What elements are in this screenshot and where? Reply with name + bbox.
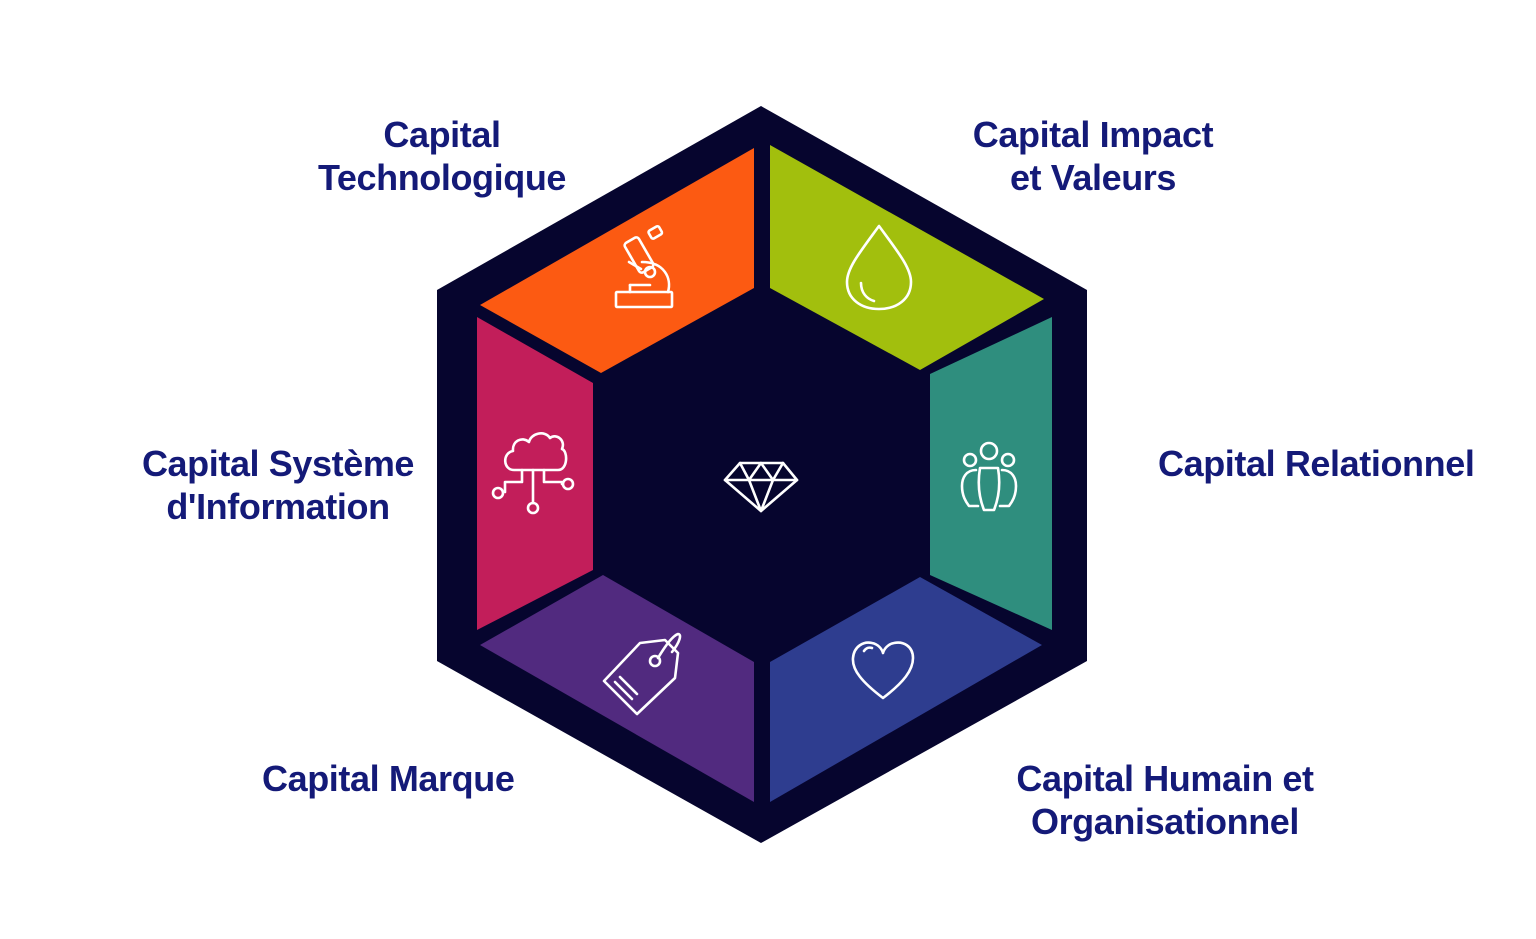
label-capital-technologique: Capital Technologique — [262, 113, 622, 199]
segment-technologique — [480, 148, 754, 373]
segment-relationnel — [930, 317, 1052, 630]
price-tag-icon — [602, 632, 682, 716]
segment-humain-organisationnel — [770, 577, 1042, 802]
label-capital-humain-organisationnel: Capital Humain et Organisationnel — [1006, 757, 1324, 843]
label-line: Capital — [383, 114, 501, 155]
label-line: Capital Système — [141, 443, 415, 484]
water-drop-icon — [845, 224, 913, 311]
cloud-network-icon — [491, 432, 575, 515]
segment-marque — [480, 575, 754, 802]
label-capital-marque: Capital Marque — [262, 757, 515, 800]
segment-impact-valeurs — [770, 145, 1044, 370]
label-capital-impact-valeurs: Capital Impact et Valeurs — [960, 113, 1226, 199]
label-line: Technologique — [317, 157, 567, 198]
heart-icon — [851, 641, 915, 700]
people-group-icon — [960, 441, 1018, 512]
diamond-icon — [723, 461, 799, 513]
microscope-icon — [614, 224, 674, 309]
label-line: Organisationnel — [1030, 801, 1300, 842]
label-capital-systeme-information: Capital Système d'Information — [126, 442, 430, 528]
label-line: Capital Relationnel — [1158, 443, 1475, 484]
label-line: Capital Marque — [262, 758, 515, 799]
label-line: d'Information — [166, 486, 390, 527]
segment-systeme-information — [477, 317, 593, 630]
label-line: Capital Impact — [972, 114, 1214, 155]
label-capital-relationnel: Capital Relationnel — [1158, 442, 1475, 485]
label-line: et Valeurs — [1009, 157, 1177, 198]
label-line: Capital Humain et — [1016, 758, 1314, 799]
